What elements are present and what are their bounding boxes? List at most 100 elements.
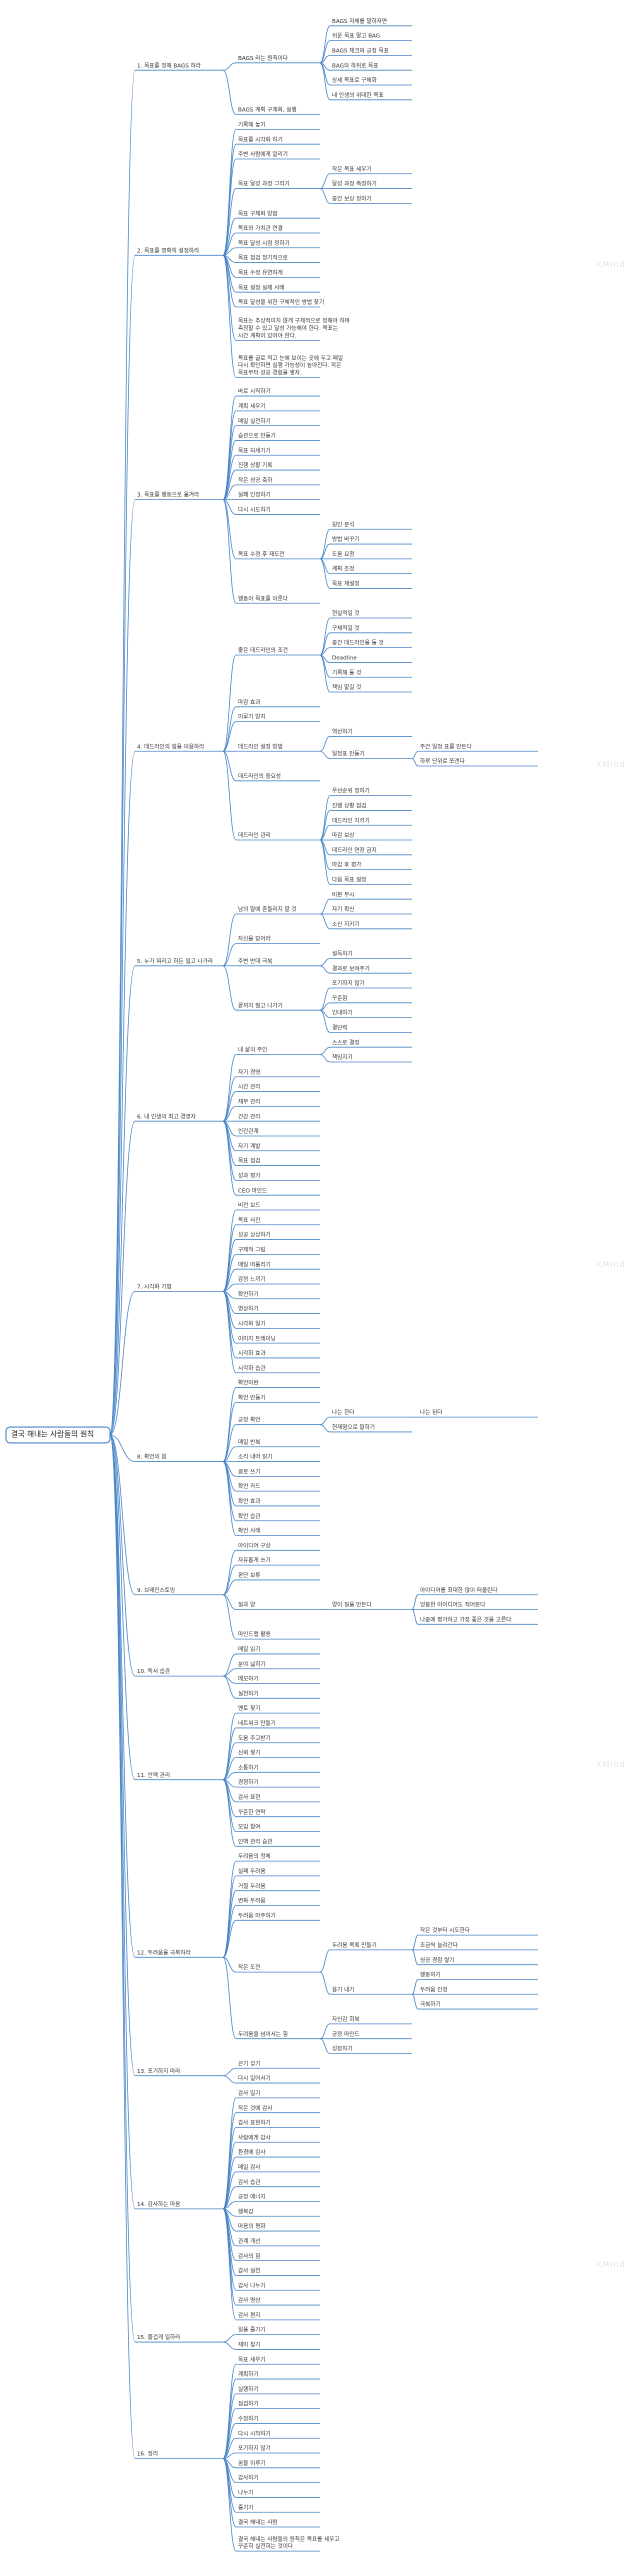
subtopic[interactable]: 다시 일어서기 — [236, 2074, 320, 2084]
subtopic[interactable]: 책임 맡길 것 — [330, 683, 412, 693]
subtopic[interactable]: 목표 점검 정기적으로 — [236, 254, 320, 263]
subtopic[interactable]: 긍정 확언 — [236, 1416, 320, 1425]
subtopic[interactable]: 현실적일 것 — [330, 609, 412, 619]
subtopic[interactable]: 내 삶의 주인 — [236, 1046, 320, 1055]
subtopic[interactable]: 실패 인정하기 — [236, 491, 320, 501]
subtopic[interactable]: 나누기 — [236, 2489, 320, 2498]
subtopic[interactable]: 구체적 그림 — [236, 1245, 320, 1255]
subtopic[interactable]: 목표 수정 후 재도전 — [236, 550, 320, 560]
subtopic[interactable]: 결단력 — [330, 1023, 412, 1033]
subtopic[interactable]: 마인드맵 활용 — [236, 1630, 320, 1640]
main-topic[interactable]: 4. 데드라인의 힘을 이용하라 — [135, 742, 223, 752]
subtopic[interactable]: 역산하기 — [330, 728, 412, 737]
subtopic[interactable]: 포기하지 않기 — [236, 2444, 320, 2454]
subtopic[interactable]: 쉬운 목표 말고 BAG — [330, 32, 412, 41]
subtopic[interactable]: 기록해 둘 것 — [330, 668, 412, 678]
subtopic[interactable]: 일정표 만들기 — [330, 750, 412, 760]
subtopic[interactable]: 양이 질을 만든다 — [330, 1601, 412, 1610]
subtopic[interactable]: 결과로 보여주기 — [330, 964, 412, 974]
subtopic[interactable]: 인내하기 — [330, 1009, 412, 1018]
subtopic[interactable]: 즐기기 — [236, 2503, 320, 2513]
subtopic[interactable]: 용기 내기 — [330, 1985, 412, 1995]
main-topic[interactable]: 9. 브레인스토밍 — [135, 1586, 223, 1596]
subtopic[interactable]: 목표 되새기기 — [236, 446, 320, 456]
subtopic[interactable]: 감사 명상 — [236, 2296, 320, 2306]
subtopic[interactable]: 데드라인 연장 금지 — [330, 846, 412, 856]
subtopic[interactable]: 목표 달성 시점 정하기 — [236, 239, 320, 249]
subtopic[interactable]: 변화 두려움 — [236, 1897, 320, 1906]
subtopic[interactable]: 신뢰 쌓기 — [236, 1749, 320, 1758]
subtopic[interactable]: 매일 반복 — [236, 1438, 320, 1448]
subtopic[interactable]: 실행하기 — [236, 2385, 320, 2395]
subtopic[interactable]: 도움 요청 — [330, 551, 412, 560]
subtopic[interactable]: BAG의 하위로 목표 — [330, 61, 412, 71]
subtopic[interactable]: 자유롭게 쓰기 — [236, 1556, 320, 1566]
subtopic[interactable]: 분야 넓히기 — [236, 1660, 320, 1670]
subtopic[interactable]: 성장하기 — [330, 2045, 412, 2054]
subtopic[interactable]: 습관으로 만들기 — [236, 432, 320, 441]
main-topic[interactable]: 2. 목표를 명확히 설정하라 — [135, 246, 223, 256]
subtopic[interactable]: 꿈을 이루기 — [236, 2459, 320, 2469]
subtopic[interactable]: BAGS 자체를 말하자면 — [330, 17, 412, 27]
subtopic[interactable]: 하루 단위로 쪼갠다 — [418, 757, 538, 767]
subtopic[interactable]: 설득하기 — [330, 949, 412, 959]
subtopic[interactable]: 주간 일정 표를 만든다 — [418, 742, 538, 752]
subtopic[interactable]: 인간관계 — [236, 1127, 320, 1137]
subtopic[interactable]: 재미 찾기 — [236, 2341, 320, 2350]
subtopic[interactable]: 진행 상황 점검 — [330, 802, 412, 811]
subtopic[interactable]: 작은 것부터 시도한다 — [418, 1926, 538, 1936]
subtopic[interactable]: 다시 시작하기 — [236, 2429, 320, 2439]
subtopic[interactable]: 두려움 마주하기 — [236, 1911, 320, 1921]
subtopic[interactable]: 꾸준함 — [330, 994, 412, 1004]
subtopic[interactable]: Deadline — [330, 656, 412, 663]
subtopic[interactable]: 나중에 평가하고 가장 좋은 것을 고른다 — [418, 1615, 538, 1625]
main-topic[interactable]: 5. 누가 뭐라고 하든 밀고 나가라 — [135, 957, 223, 967]
main-topic[interactable]: 7. 시각화 기법 — [135, 1282, 223, 1292]
subtopic[interactable]: 수정하기 — [236, 2415, 320, 2424]
subtopic[interactable]: 긍정 마인드 — [330, 2030, 412, 2040]
subtopic[interactable]: 행동하기 — [418, 1971, 538, 1980]
subtopic[interactable]: 목표 달성 과정 그리기 — [236, 180, 320, 189]
subtopic[interactable]: 자신감 회복 — [330, 2015, 412, 2025]
subtopic[interactable]: 끝까지 밀고 나가기 — [236, 1001, 320, 1011]
subtopic[interactable]: 두려움의 정체 — [236, 1852, 320, 1862]
subtopic[interactable]: 두려움 인정 — [418, 1985, 538, 1995]
subtopic[interactable]: 네트워크 만들기 — [236, 1719, 320, 1729]
subtopic[interactable]: 원인 분석 — [330, 520, 412, 530]
subtopic[interactable]: 데드라인 지키기 — [330, 816, 412, 826]
subtopic[interactable]: 목표 재설정 — [330, 580, 412, 589]
subtopic[interactable]: 조금씩 늘려간다 — [418, 1941, 538, 1951]
subtopic[interactable]: 마감 효과 — [236, 698, 320, 708]
subtopic[interactable]: 행복감 — [236, 2207, 320, 2217]
subtopic[interactable]: 확언 카드 — [236, 1482, 320, 1492]
subtopic[interactable]: 작은 도전 — [236, 1963, 320, 1973]
subtopic[interactable]: 목표와 가치관 연결 — [236, 224, 320, 234]
subtopic[interactable]: 도움 주고받기 — [236, 1734, 320, 1744]
subtopic[interactable]: 행동이 목표를 이룬다 — [236, 594, 320, 604]
subtopic[interactable]: 좋은 데드라인의 조건 — [236, 646, 320, 656]
subtopic[interactable]: 목표 수정 유연하게 — [236, 268, 320, 278]
subtopic[interactable]: 건강 관리 — [236, 1112, 320, 1122]
subtopic[interactable]: 시각화 효과 — [236, 1349, 320, 1359]
subtopic[interactable]: BAGS 라는 원칙이다 — [236, 54, 320, 64]
main-topic[interactable]: 13. 포기하지 마라 — [135, 2067, 223, 2077]
subtopic[interactable]: 질과 양 — [236, 1601, 320, 1610]
subtopic[interactable]: 목표 설정 실제 사례 — [236, 283, 320, 293]
subtopic[interactable]: 달성 과정 측정하기 — [330, 180, 412, 189]
subtopic[interactable]: 감사 일기 — [236, 2089, 320, 2099]
subtopic[interactable]: 작은 목표 세우기 — [330, 165, 412, 175]
subtopic[interactable]: 시간 관리 — [236, 1083, 320, 1092]
subtopic[interactable]: 성과 평가 — [236, 1171, 320, 1181]
subtopic[interactable]: 자신을 믿어라 — [236, 935, 320, 945]
subtopic[interactable]: 목표 구체화 방법 — [236, 209, 320, 219]
subtopic[interactable]: 다시 시도하기 — [236, 506, 320, 515]
subtopic[interactable]: 마음의 평화 — [236, 2222, 320, 2232]
subtopic[interactable]: 목표 세우기 — [236, 2355, 320, 2365]
subtopic[interactable]: 소통하기 — [236, 1763, 320, 1773]
subtopic[interactable]: 책임지기 — [330, 1053, 412, 1063]
subtopic[interactable]: 아이디어를 최대한 많이 떠올린다 — [418, 1586, 538, 1596]
subtopic[interactable]: 메모하기 — [236, 1675, 320, 1684]
subtopic[interactable]: 목표 사진 — [236, 1216, 320, 1226]
subtopic[interactable]: 관계 개선 — [236, 2237, 320, 2247]
